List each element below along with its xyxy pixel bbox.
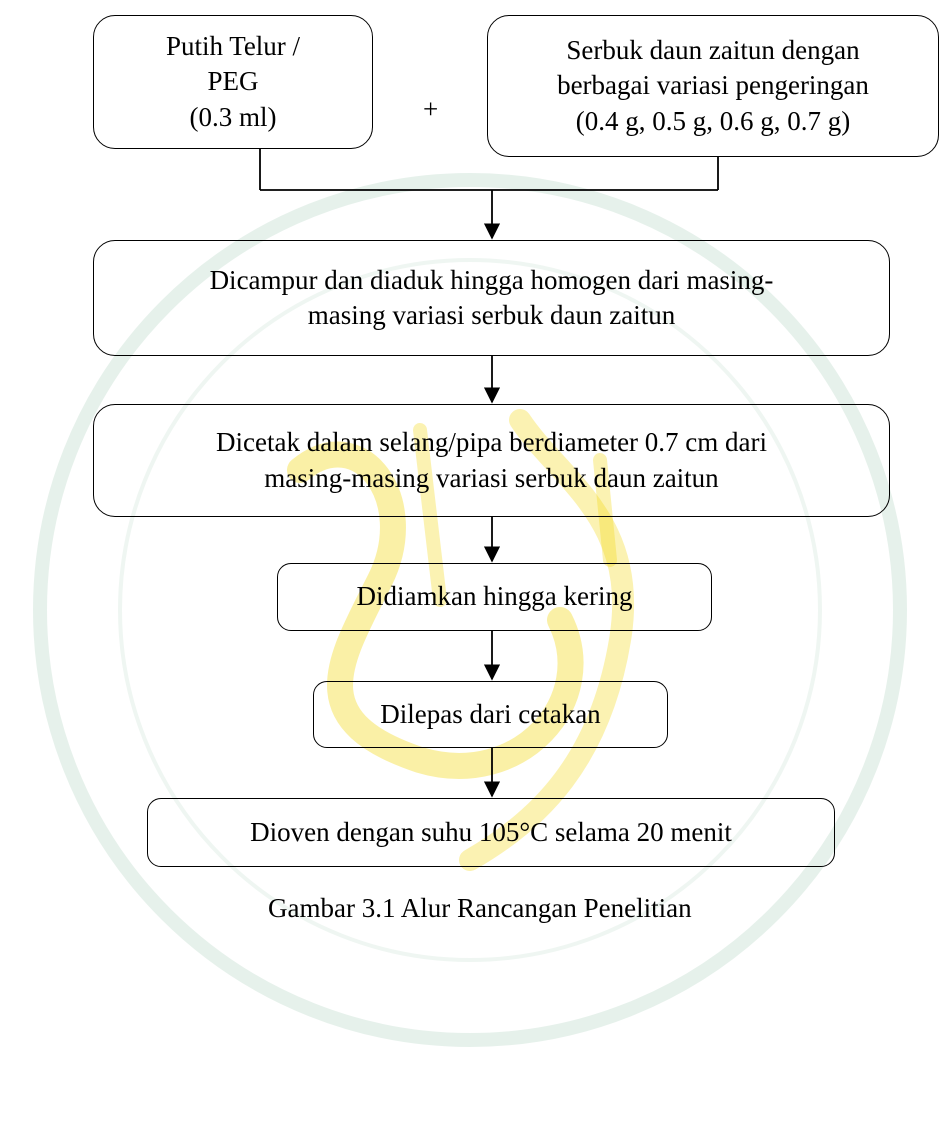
node-serbuk: Serbuk daun zaitun dengan berbagai varia… (487, 15, 939, 157)
node-dicetak: Dicetak dalam selang/pipa berdiameter 0.… (93, 404, 890, 517)
node-dicampur-label: Dicampur dan diaduk hingga homogen dari … (209, 264, 774, 330)
node-dicetak-label: Dicetak dalam selang/pipa berdiameter 0.… (215, 427, 768, 493)
node-dioven: Dioven dengan suhu 105°C selama 20 menit (147, 798, 835, 867)
node-putih-telur-label: Putih Telur / PEG (0.3 ml) (165, 31, 301, 132)
node-serbuk-label: Serbuk daun zaitun dengan berbagai varia… (557, 35, 869, 136)
node-dioven-label: Dioven dengan suhu 105°C selama 20 menit (250, 816, 732, 847)
node-dilepas-label: Dilepas dari cetakan (380, 698, 601, 729)
figure-caption: Gambar 3.1 Alur Rancangan Penelitian (268, 893, 692, 923)
node-dilepas: Dilepas dari cetakan (313, 681, 668, 748)
node-didiamkan-label: Didiamkan hingga kering (356, 581, 633, 612)
node-dicampur: Dicampur dan diaduk hingga homogen dari … (93, 240, 890, 356)
plus-sign: + (423, 94, 439, 124)
node-didiamkan: Didiamkan hingga kering (277, 563, 712, 631)
node-putih-telur: Putih Telur / PEG (0.3 ml) (93, 15, 373, 149)
